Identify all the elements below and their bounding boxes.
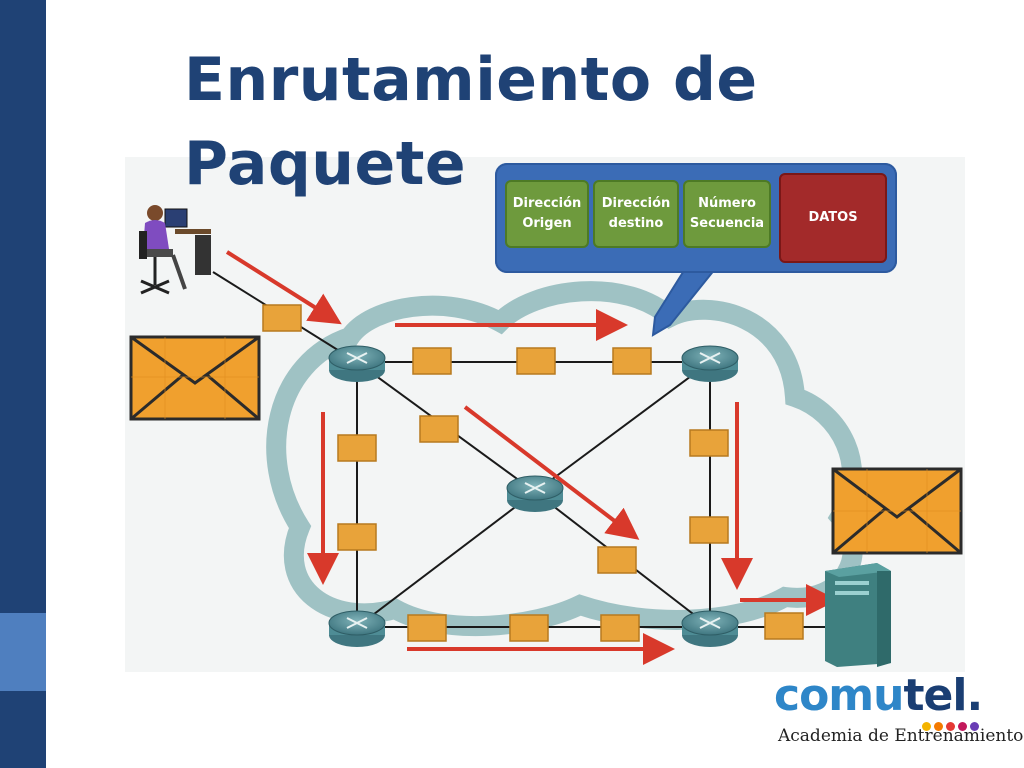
packet-field-data: DATOS [779,173,887,263]
slide-title: Enrutamiento de Paquete [184,38,758,206]
router-icon [328,345,386,382]
slide-title-line-1: Enrutamiento de [184,45,758,115]
network-diagram-svg [129,205,963,667]
router-icon [681,610,739,647]
envelope-icon [831,467,963,555]
packet-icon [412,347,452,375]
logo-subtitle: Academia de Entrenamiento [778,726,1024,746]
logo-word-part-2: tel. [903,670,983,721]
packet-icon [337,434,377,462]
packet-field-source-address: Dirección Origen [505,180,589,248]
packet-field-destination-address: Dirección destino [593,180,679,248]
packet-icon [419,415,459,443]
left-accent-bar-highlight [0,613,46,691]
packet-field-label: Dirección [601,196,671,211]
packet-field-label: Dirección [512,196,582,211]
packet-field-sequence-number: Número Secuencia [683,180,771,248]
packet-icon [337,523,377,551]
packet-field-label: Número [698,196,756,211]
server-icon [825,563,891,667]
packet-icon [597,546,637,574]
packet-icon [689,516,729,544]
route-arrows [225,250,838,665]
packet-header-callout: Dirección Origen Dirección destino Númer… [495,163,897,273]
comutel-logo: comutel. Academia de Entrenamiento [772,670,1023,752]
router-icon [506,475,564,512]
logo-wordmark: comutel. [774,670,983,721]
packet-icon [600,614,640,642]
arrow-icon [225,250,342,325]
packet-field-label: Origen [522,216,572,231]
envelope-icon [129,335,261,421]
packets [262,304,804,642]
packet-icon [764,612,804,640]
arrow-icon [463,405,640,540]
user-at-computer-icon [139,205,211,295]
slide-title-line-2: Paquete [184,129,467,199]
packet-icon [689,429,729,457]
packet-data-label: DATOS [808,210,858,225]
routers [328,345,739,647]
logo-dots [922,716,1002,731]
router-icon [328,610,386,647]
packet-icon [509,614,549,642]
packet-icon [516,347,556,375]
logo-word-part-1: comu [774,670,904,721]
packet-icon [612,347,652,375]
packet-field-label: destino [608,216,664,231]
packet-icon [262,304,302,332]
packet-field-label: Secuencia [689,216,765,231]
router-icon [681,345,739,382]
packet-icon [407,614,447,642]
